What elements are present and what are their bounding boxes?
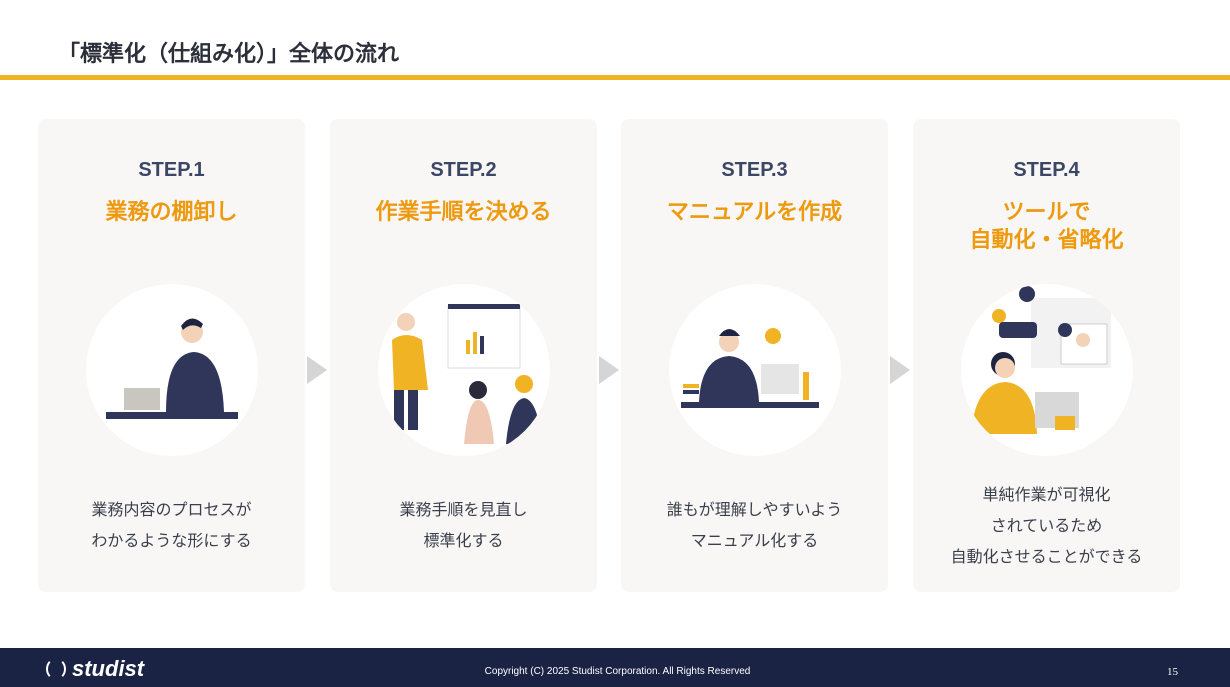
step-description: 誰もが理解しやすいようマニュアル化する: [666, 500, 843, 550]
manual-creator-illustration: [669, 284, 841, 456]
title-underline: [0, 75, 1230, 80]
step-heading: 作業手順を決める: [375, 200, 552, 225]
logo-ring-icon: [46, 658, 66, 680]
presentation-illustration: [378, 284, 550, 456]
step-description: 業務手順を見直し標準化する: [399, 500, 528, 550]
automation-illustration: [961, 284, 1133, 456]
step-description: 業務内容のプロセスがわかるような形にする: [91, 500, 252, 550]
step-description: 単純作業が可視化されているため自動化させることができる: [950, 485, 1143, 566]
arrow-right-icon: [890, 356, 910, 384]
arrow-right-icon: [599, 356, 619, 384]
step-label: STEP.2: [430, 159, 497, 181]
page-number: 15: [1167, 666, 1178, 678]
footer: studist Copyright (C) 2025 Studist Corpo…: [0, 648, 1230, 687]
step-label: STEP.1: [138, 159, 205, 181]
studist-logo: studist: [46, 656, 144, 682]
page-title: 「標準化（仕組み化）」全体の流れ: [58, 42, 400, 67]
step-card-3: STEP.3 マニュアルを作成 誰もが理解しやすいようマニュアル化する: [621, 119, 888, 592]
step-label: STEP.3: [721, 159, 788, 181]
step-label: STEP.4: [1013, 159, 1080, 181]
desk-worker-illustration: [86, 284, 258, 456]
step-heading: 業務の棚卸し: [105, 200, 238, 225]
step-card-4: STEP.4 ツールで自動化・省略化 単純作業が可視化されているため自動化させる…: [913, 119, 1180, 592]
step-card-2: STEP.2 作業手順を決める 業務手順を見直し標準化する: [330, 119, 597, 592]
step-card-1: STEP.1 業務の棚卸し 業務内容のプロセスがわかるような形にする: [38, 119, 305, 592]
copyright: Copyright (C) 2025 Studist Corporation. …: [484, 666, 751, 677]
step-heading: ツールで自動化・省略化: [969, 200, 1124, 253]
step-heading: マニュアルを作成: [666, 200, 843, 225]
arrow-right-icon: [307, 356, 327, 384]
